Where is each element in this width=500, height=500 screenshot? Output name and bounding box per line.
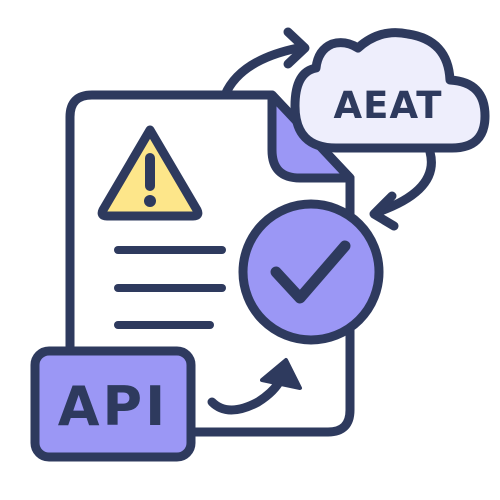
- cloud-icon: AEAT: [290, 28, 490, 153]
- cloud-label: AEAT: [334, 84, 443, 127]
- arrow-icon: [220, 27, 310, 100]
- document-text-lines: [114, 246, 226, 329]
- api-label: API: [58, 375, 168, 438]
- check-circle-icon: [238, 199, 384, 345]
- arrow-icon: [369, 147, 436, 231]
- warning-icon: [97, 125, 203, 221]
- api-badge-icon: API: [30, 346, 196, 462]
- arrow-icon: [207, 358, 302, 415]
